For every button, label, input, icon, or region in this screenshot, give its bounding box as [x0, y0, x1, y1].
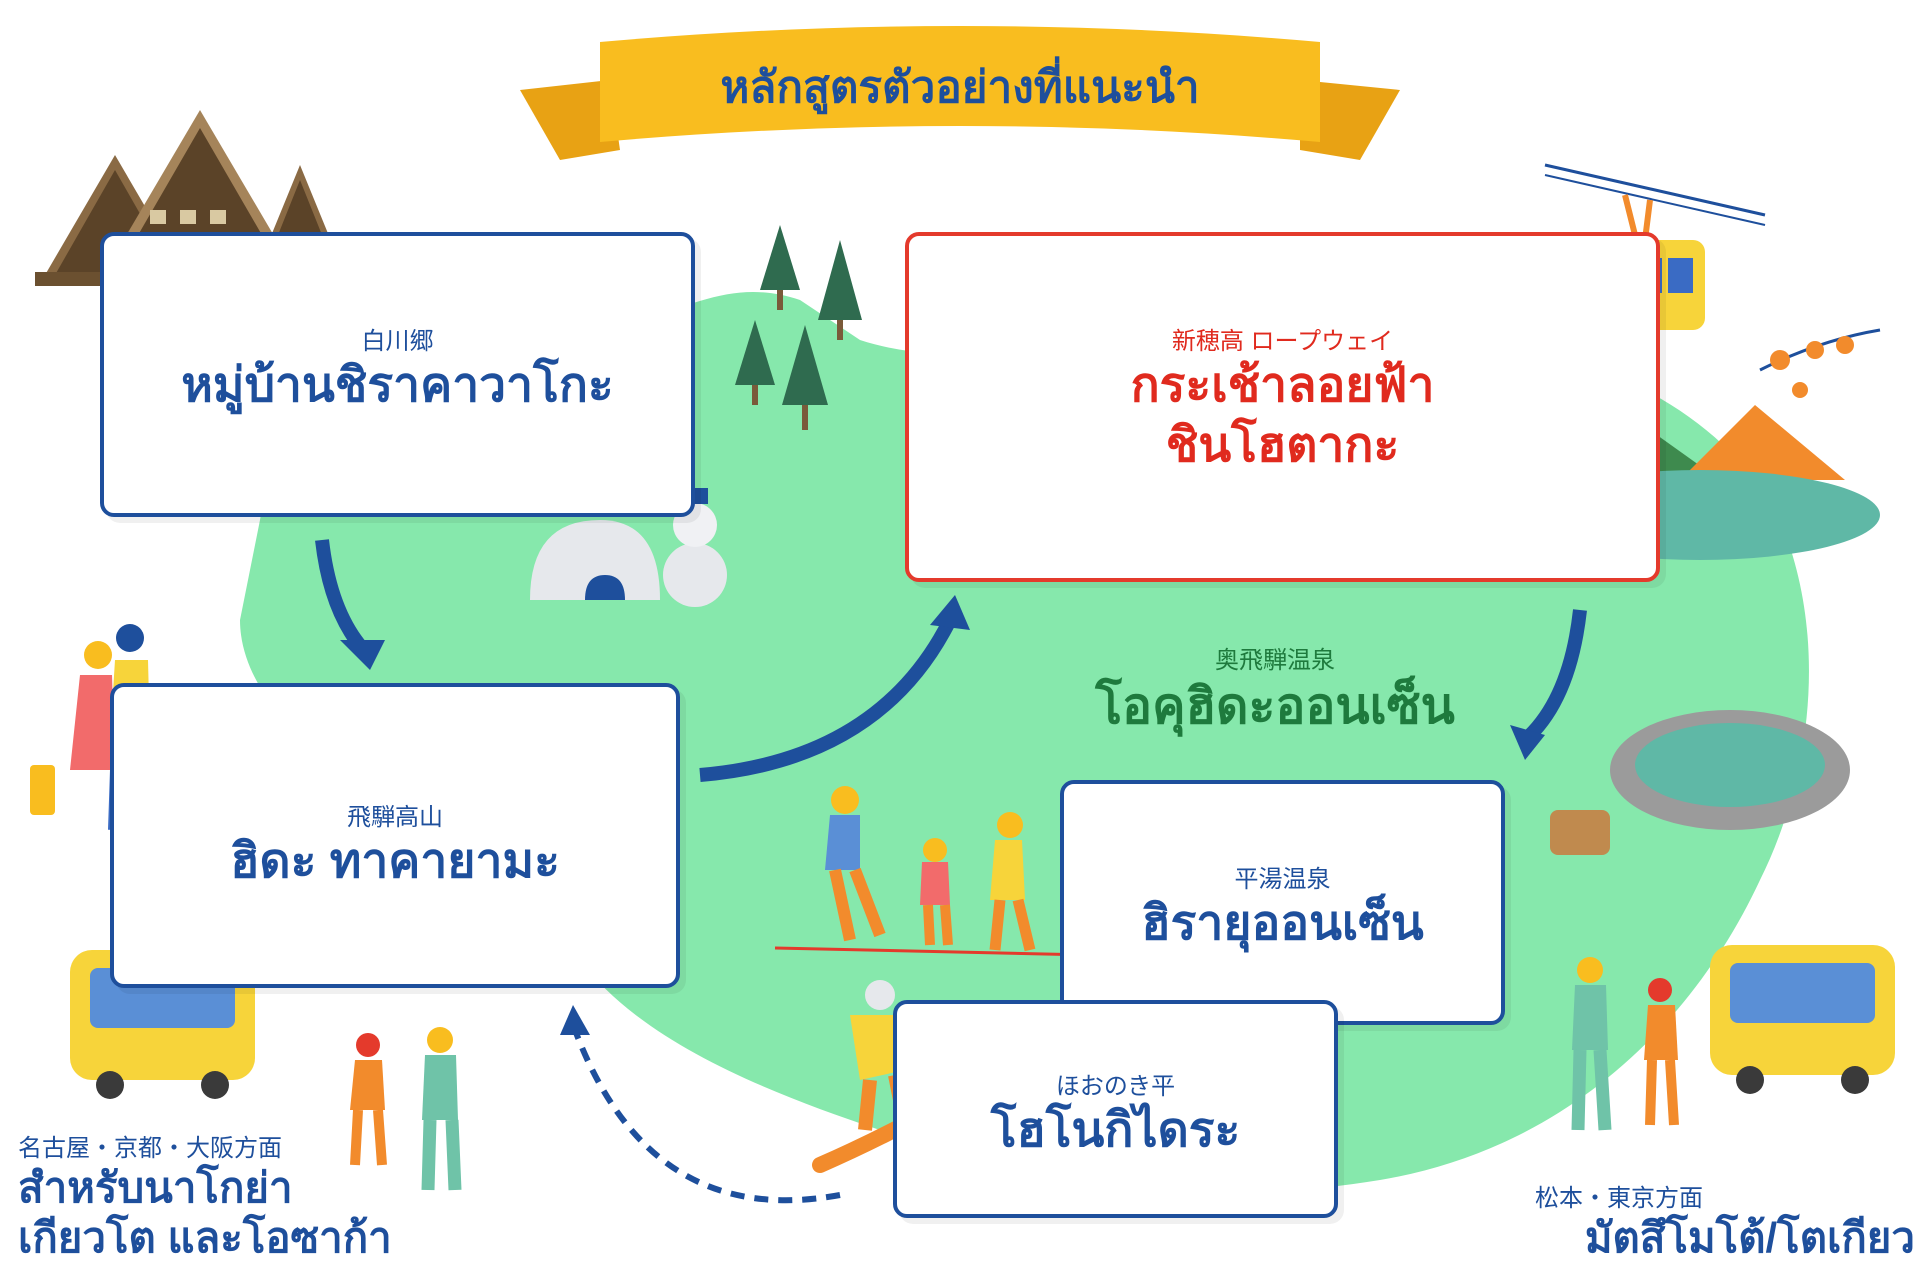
snow-trees-icon [735, 225, 862, 430]
east-jp-label: 松本・東京方面 [1535, 1185, 1703, 1212]
okuhida-jp-label: 奥飛騨温泉 [1215, 647, 1335, 674]
east-th-label: มัตสึโมโต้/โตเกียว [1584, 1214, 1915, 1261]
skiers-icon [774, 786, 1091, 957]
stop-honoki[interactable]: ほおのき平 โฮโนกิไดระ [893, 1000, 1338, 1218]
west-th-line1: สำหรับนาโกย่า [18, 1164, 293, 1211]
arrow-shirakawago-to-takayama [315, 539, 385, 670]
honoki-jp-label: ほおのき平 [1055, 1073, 1176, 1100]
hirayu-th-label: ฮิรายุออนเซ็น [1141, 897, 1424, 950]
onsen-icon [1550, 710, 1850, 855]
stop-ropeway[interactable]: 新穂高 ロープウェイ กระเช้าลอยฟ้า ชินโฮตากะ [905, 232, 1660, 582]
honoki-th-label: โฮโนกิไดระ [990, 1104, 1241, 1157]
west-th-line2: เกียวโต และโอซาก้า [18, 1214, 392, 1262]
okuhida-th-label: โอคุฮิดะออนเซ็น [1095, 678, 1455, 734]
stop-takayama[interactable]: 飛騨高山 ฮิดะ ทาคายามะ [110, 683, 680, 988]
ropeway-jp-label: 新穂高 ロープウェイ [1171, 328, 1394, 355]
arrow-ropeway-to-hirayu [1510, 609, 1587, 760]
shirakawago-jp-label: 白川郷 [361, 328, 434, 355]
bus-icon-east [1710, 945, 1895, 1094]
hirayu-jp-label: 平湯温泉 [1234, 866, 1331, 893]
arrow-takayama-to-ropeway [699, 595, 970, 782]
area-okuhida: 奥飛騨温泉 โอคุฮิดะออนเซ็น [990, 640, 1560, 738]
west-jp-label: 名古屋・京都・大阪方面 [18, 1135, 282, 1162]
arrow-honoki-to-takayama-dashed [560, 1005, 841, 1204]
destination-east: 松本・東京方面 มัตสึโมโต้/โตเกียว [1535, 1178, 1915, 1263]
banner-title: หลักสูตรตัวอย่างที่แนะนำ [720, 63, 1200, 112]
destination-west: 名古屋・京都・大阪方面 สำหรับนาโกย่า เกียวโต และโอซ… [18, 1128, 488, 1264]
igloo-icon [530, 520, 660, 600]
takayama-jp-label: 飛騨高山 [347, 804, 443, 831]
autumn-branch-icon [1759, 328, 1881, 398]
stop-shirakawago[interactable]: 白川郷 หมู่บ้านชิราคาวาโกะ [100, 232, 695, 517]
ropeway-th-line2: ชินโฮตากะ [1165, 419, 1400, 472]
stop-hirayu[interactable]: 平湯温泉 ฮิรายุออนเซ็น [1060, 780, 1505, 1025]
banner-ribbon [520, 26, 1400, 160]
shirakawago-th-label: หมู่บ้านชิราคาวาโกะ [181, 359, 614, 412]
guides-icon [350, 957, 1679, 1191]
takayama-th-label: ฮิดะ ทาคายามะ [230, 835, 560, 888]
ropeway-th-line1: กระเช้าลอยฟ้า [1130, 359, 1435, 412]
